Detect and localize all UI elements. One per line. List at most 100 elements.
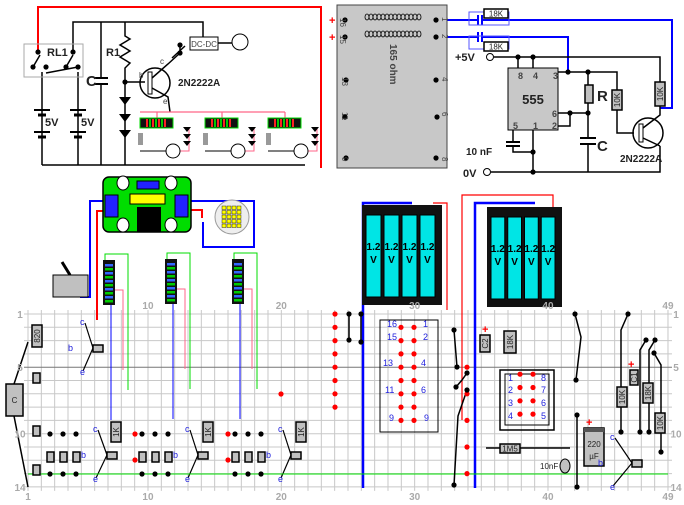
wire-pink [177,288,186,369]
socket-pin-label: 2 [508,385,513,395]
capacitor-c1-label: C1 [630,372,639,383]
junction-dot [258,431,264,437]
resistor-18k-bottom-label: 18K [489,43,504,52]
transistor-package [290,451,302,460]
ic-pin-label: 3 [553,71,558,81]
relay-terminal [35,49,41,55]
junction-dot [652,337,658,343]
led-strip-segment [286,119,288,127]
junction-dot [343,77,349,83]
led-panel-cell [226,219,232,224]
led-panel-cell [236,223,242,228]
row-label-left: 14 [14,483,26,494]
red-hole-marker [464,391,470,397]
battery-cell [507,216,522,300]
junction-dot [139,431,145,437]
jumper-wire [648,339,656,432]
junction-dot [573,377,579,383]
wire-blue [482,36,569,72]
column-label-bottom: 30 [409,492,421,503]
wire [245,128,255,152]
lamp-icon [231,33,249,51]
row-label-right: 10 [670,430,682,441]
socket-pin-label: 6 [541,398,546,408]
led-panel-cell [226,210,232,215]
transistor-pin-e: e [278,474,283,484]
led-bar-segment [234,275,242,278]
resistor-18k-top [483,8,509,19]
red-hole-marker [132,431,138,437]
transistor-package [631,459,643,468]
ic-pin-label: 6 [552,109,557,119]
toggle-switch[interactable] [52,274,89,298]
led-strip-segment [217,119,219,127]
junction-dot [122,79,128,85]
junction-dot [342,114,348,120]
ground-terminal[interactable] [483,168,491,176]
led-bar-segment [167,287,175,290]
junction-dot [358,339,364,345]
red-hole-marker [332,404,338,410]
led-bar-segment [167,263,175,266]
battery-cell [383,214,400,298]
red-hole-marker [464,471,470,477]
transistor-pin-e: e [93,474,98,484]
diode-icon [183,141,191,146]
led-panel-cell [221,205,227,210]
resistor-10k-collector-label: 10K [656,86,665,101]
terminal-block-output[interactable] [174,194,189,218]
transistor-pin-c: c [93,424,98,434]
diode-icon [183,127,191,132]
column-label-top: 20 [276,301,288,312]
wire [558,113,571,127]
wire-blue [482,19,673,109]
red-hole-marker [225,457,231,463]
red-hole-marker [411,377,417,384]
transistor-icon [139,67,171,99]
led-bar-segment [167,283,175,286]
regulator-chip [137,207,161,232]
red-hole-marker [225,431,231,437]
plus-icon: + [482,324,488,336]
ic-pin-label: 1 [533,121,538,131]
junction-dot [177,50,183,56]
led-strip-segment [146,119,148,127]
junction-dot [574,484,580,490]
terminal-block-input[interactable] [104,194,119,218]
junction-dot [152,431,158,437]
supply-terminal[interactable] [486,53,494,61]
wire [308,128,318,152]
led-panel-cell [236,214,242,219]
components [5,4,666,490]
junction-dot [646,429,652,435]
led-strip-segment [220,119,222,127]
wire-blue-rail [473,201,535,488]
wire-ground [491,146,661,173]
red-hole-marker [332,377,338,384]
resistor-10k-collector [654,81,666,107]
led-bar-segment [167,275,175,278]
red-hole-marker [332,311,338,317]
led-panel-cell [231,214,237,219]
led-panel-cell [221,214,227,219]
led-strip-segment [226,119,228,127]
transistor-package [106,451,118,460]
plus-icon: + [628,359,634,371]
battery-cell-unit: V [511,257,518,268]
resistor-r [584,84,594,104]
transistor-base [638,123,644,143]
relay-module [336,4,448,169]
led-bar-segment [105,296,113,299]
junction-dot [658,449,664,455]
relay-pin-label: 13 [340,77,349,86]
junction-dot [47,471,53,477]
led-bar-segment [234,299,242,302]
socket-pin-label: 2 [423,332,428,342]
led-bar-segment [105,280,113,283]
row-label-right: 14 [670,483,682,494]
transistor-pin-b: b [139,71,144,80]
transistor-pin-b: b [173,450,178,460]
red-hole-marker [332,364,338,370]
socket-pin-label: 3 [508,398,513,408]
